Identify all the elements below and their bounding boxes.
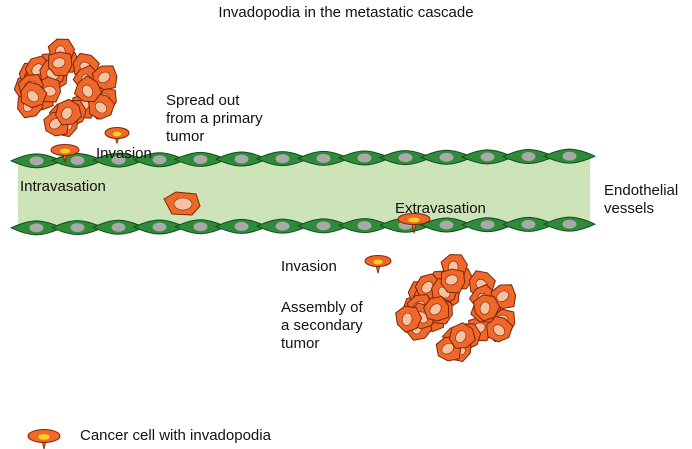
endothelial-nucleus: [398, 153, 413, 163]
extravasation-label: Extravasation: [395, 200, 486, 217]
endothelial-nucleus: [275, 221, 290, 231]
cell-nucleus: [81, 84, 94, 98]
cell-nucleus: [97, 71, 111, 84]
vessel-lumen: [18, 153, 590, 230]
endothelial-nucleus: [439, 152, 454, 162]
invasion-label-bottom: Invasion: [281, 258, 337, 275]
primary-tumor: [13, 38, 118, 138]
cell-nucleus: [94, 101, 107, 114]
endothelial-nucleus: [152, 155, 167, 165]
endothelial-nucleus: [480, 220, 495, 230]
invadopodia-core: [112, 131, 122, 137]
endothelial-nucleus: [111, 155, 126, 165]
assembly-secondary-label: Assembly of a secondary tumor: [281, 299, 363, 352]
invadopodia-core: [408, 217, 420, 223]
endothelial-nucleus: [29, 156, 44, 166]
endothelial-nucleus: [562, 219, 577, 229]
cell-nucleus: [173, 197, 193, 211]
legend-label: Cancer cell with invadopodia: [80, 427, 271, 444]
endothelial-nucleus: [193, 154, 208, 164]
cell-nucleus: [492, 324, 506, 337]
invadopodia-core: [59, 148, 71, 154]
endothelial-nucleus: [480, 152, 495, 162]
endothelial-nucleus: [521, 152, 536, 162]
invasion-label-top: Invasion: [96, 145, 152, 162]
endothelial-nucleus: [111, 222, 126, 232]
migrating-cells: [27, 127, 431, 449]
endothelial-nucleus: [521, 219, 536, 229]
endothelial-nucleus: [234, 221, 249, 231]
endothelial-nucleus: [152, 222, 167, 232]
invadopodia-core: [373, 259, 383, 265]
cell-nucleus: [52, 57, 66, 69]
endothelial-nucleus: [70, 155, 85, 165]
cell-nucleus: [61, 106, 73, 120]
cell-nucleus: [429, 303, 442, 316]
cell-nucleus: [445, 274, 459, 286]
endothelial-nucleus: [357, 153, 372, 163]
endothelial-vessels-label: Endothelial vessels: [604, 182, 679, 217]
endothelial-nucleus: [70, 223, 85, 233]
invadopodia-core: [38, 434, 50, 440]
diagram-title: Invadopodia in the metastatic cascade: [218, 4, 474, 21]
intravasation-label: Intravasation: [20, 178, 106, 195]
secondary-tumor: [395, 254, 517, 363]
endothelial-nucleus: [193, 222, 208, 232]
cell-nucleus: [455, 330, 467, 344]
vessel-wall-top: [9, 148, 597, 169]
endothelial-nucleus: [357, 221, 372, 231]
endothelial-nucleus: [275, 154, 290, 164]
endothelial-vessel: [9, 148, 597, 236]
endothelial-nucleus: [316, 153, 331, 163]
endothelial-nucleus: [29, 223, 44, 233]
circulating-tumor-cell: [163, 191, 201, 216]
endothelial-nucleus: [316, 221, 331, 231]
endothelial-nucleus: [234, 154, 249, 164]
cell-nucleus: [421, 281, 434, 294]
endothelial-nucleus: [439, 220, 454, 230]
vessel-wall-bottom: [9, 216, 597, 236]
spread-out-label: Spread out from a primary tumor: [166, 92, 263, 145]
endothelial-nucleus: [562, 151, 577, 161]
cell-nucleus: [27, 90, 39, 103]
cell-nucleus: [496, 290, 509, 302]
cell-nucleus: [479, 301, 491, 315]
cell-nucleus: [401, 312, 413, 326]
